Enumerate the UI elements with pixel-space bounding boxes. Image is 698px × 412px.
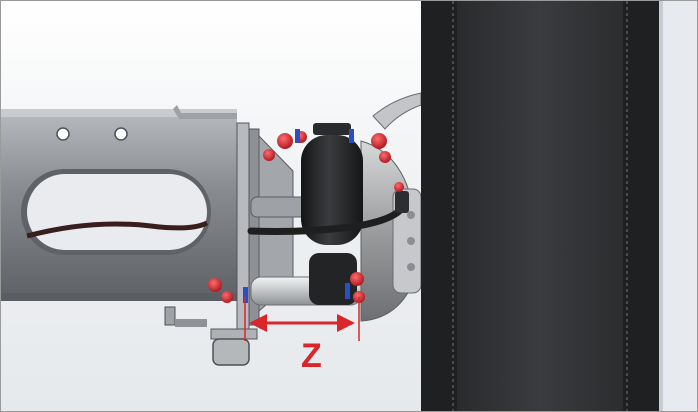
- blue-bushing: [243, 287, 248, 303]
- red-bolt: [208, 278, 222, 292]
- dimension-label: Z: [301, 337, 322, 375]
- red-bolt: [221, 291, 233, 303]
- blue-bushing: [349, 129, 354, 143]
- rail-hole: [56, 127, 70, 141]
- red-bolt: [394, 182, 404, 192]
- blue-bushing: [295, 129, 300, 143]
- hanger-bracket: [210, 122, 294, 340]
- brake-line: [26, 220, 209, 239]
- red-bolt: [379, 151, 391, 163]
- red-bolt: [350, 272, 364, 286]
- red-bolt: [263, 149, 275, 161]
- dimension-arrow-right: [337, 314, 355, 332]
- dimension-arrow-left: [249, 314, 267, 332]
- frame-rail: [1, 105, 237, 301]
- bushing-group: [243, 129, 354, 303]
- red-bolt: [277, 133, 293, 149]
- air-spring-bellow: [301, 135, 363, 245]
- air-hose: [247, 203, 407, 235]
- rail-hole: [114, 127, 128, 141]
- tire: [421, 1, 697, 411]
- mount-foot: [164, 306, 250, 366]
- dimension-z: Z: [244, 297, 360, 375]
- red-bolt: [371, 133, 387, 149]
- blue-bushing: [345, 283, 350, 299]
- hose-fitting: [395, 191, 409, 213]
